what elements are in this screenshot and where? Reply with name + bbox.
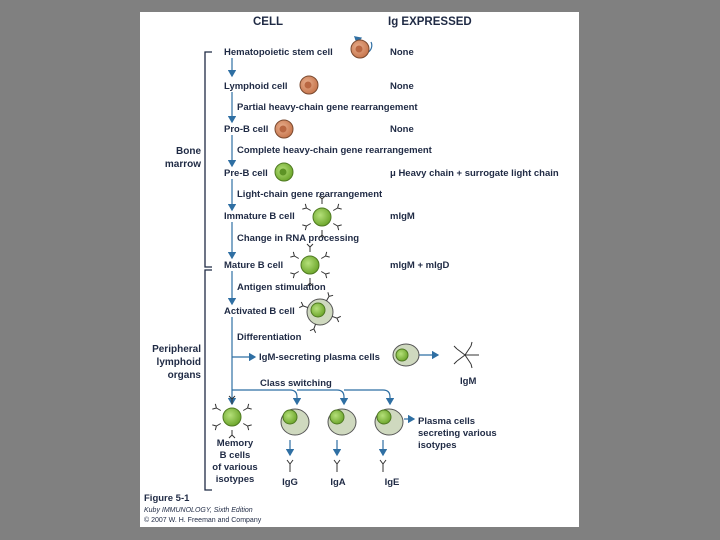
step-label-5: Differentiation [237, 332, 302, 343]
igg-antibody-icon [286, 459, 294, 472]
book-title: Kuby IMMUNOLOGY, Sixth Edition [144, 507, 253, 514]
figure-number: Figure 5-1 [144, 493, 190, 504]
memory-label-4: isotypes [216, 474, 255, 485]
isotype-ige-label: IgE [385, 477, 400, 488]
arrow-class-switch-1 [232, 389, 302, 406]
igm-plasma-cell-icon [392, 343, 420, 367]
stage-label-6: Activated B cell [224, 306, 295, 317]
step-label-0: Partial heavy-chain gene rearrangement [237, 102, 418, 113]
region-peripheral-label-1: Peripheral [152, 344, 201, 355]
plasma-cell-igg-icon [280, 408, 310, 436]
region-peripheral-label-2: lymphoid [157, 357, 201, 368]
stage-label-2: Pro-B cell [224, 124, 268, 135]
figure-panel: CELL Ig EXPRESSED Bone marrow Peripheral… [140, 12, 579, 527]
region-bone-label-1: Bone [176, 146, 201, 157]
stage-label-0: Hematopoietic stem cell [224, 47, 333, 58]
arrow-class-switch-2 [297, 389, 349, 406]
b-cell-development-diagram: CELL Ig EXPRESSED Bone marrow Peripheral… [144, 16, 559, 524]
stage-label-3: Pre-B cell [224, 168, 268, 179]
region-bone-label-2: marrow [165, 159, 201, 170]
header-ig-expressed: Ig EXPRESSED [388, 16, 472, 28]
igm-pentamer-icon [453, 341, 479, 369]
immature-b-cell-icon [301, 195, 343, 239]
ig-expressed-0: None [390, 47, 414, 58]
stage-label-4: Immature B cell [224, 211, 295, 222]
memory-b-cell-icon [211, 395, 253, 439]
isotype-iga-label: IgA [330, 477, 345, 488]
stage-label-5: Mature B cell [224, 260, 283, 271]
ige-antibody-icon [379, 459, 387, 472]
isotype-igg-label: IgG [282, 477, 298, 488]
activated-b-cell-icon [298, 291, 342, 334]
pro-b-nucleus-icon [279, 125, 287, 133]
step-label-1: Complete heavy-chain gene rearrangement [237, 145, 433, 156]
hematopoietic-nucleus-icon [355, 45, 363, 53]
plasma-cell-ige-icon [374, 408, 404, 436]
ig-expressed-4: mIgM [390, 211, 415, 222]
plasma-various-label-3: isotypes [418, 440, 457, 451]
region-peripheral-label-3: organs [168, 370, 202, 381]
plasma-various-label-1: Plasma cells [418, 416, 475, 427]
memory-label-3: of various [212, 462, 257, 473]
ig-expressed-3: μ Heavy chain + surrogate light chain [390, 168, 559, 179]
step-label-4: Antigen stimulation [237, 282, 326, 293]
iga-antibody-icon [333, 459, 341, 472]
ig-expressed-5: mIgM + mIgD [390, 260, 450, 271]
ig-expressed-2: None [390, 124, 414, 135]
plasma-various-label-2: secreting various [418, 428, 497, 439]
step-label-3: Change in RNA processing [237, 233, 359, 244]
memory-label-1: Memory [217, 438, 254, 449]
stage-label-1: Lymphoid cell [224, 81, 288, 92]
arrow-class-switch-3 [344, 389, 395, 406]
peripheral-bracket [204, 269, 212, 491]
mature-b-cell-icon [289, 243, 331, 287]
copyright: © 2007 W. H. Freeman and Company [144, 516, 262, 524]
step-label-2: Light-chain gene rearrangement [237, 189, 383, 200]
step-label-6: Class switching [260, 378, 332, 389]
plasma-cell-iga-icon [327, 408, 357, 436]
lymphoid-nucleus-icon [304, 81, 312, 89]
igm-plasma-label: IgM-secreting plasma cells [259, 352, 380, 363]
igm-product-label: IgM [460, 376, 476, 387]
memory-label-2: B cells [220, 450, 251, 461]
bone-marrow-bracket [204, 51, 212, 268]
header-cell: CELL [253, 16, 283, 28]
pre-b-nucleus-icon [279, 168, 287, 176]
ig-expressed-1: None [390, 81, 414, 92]
